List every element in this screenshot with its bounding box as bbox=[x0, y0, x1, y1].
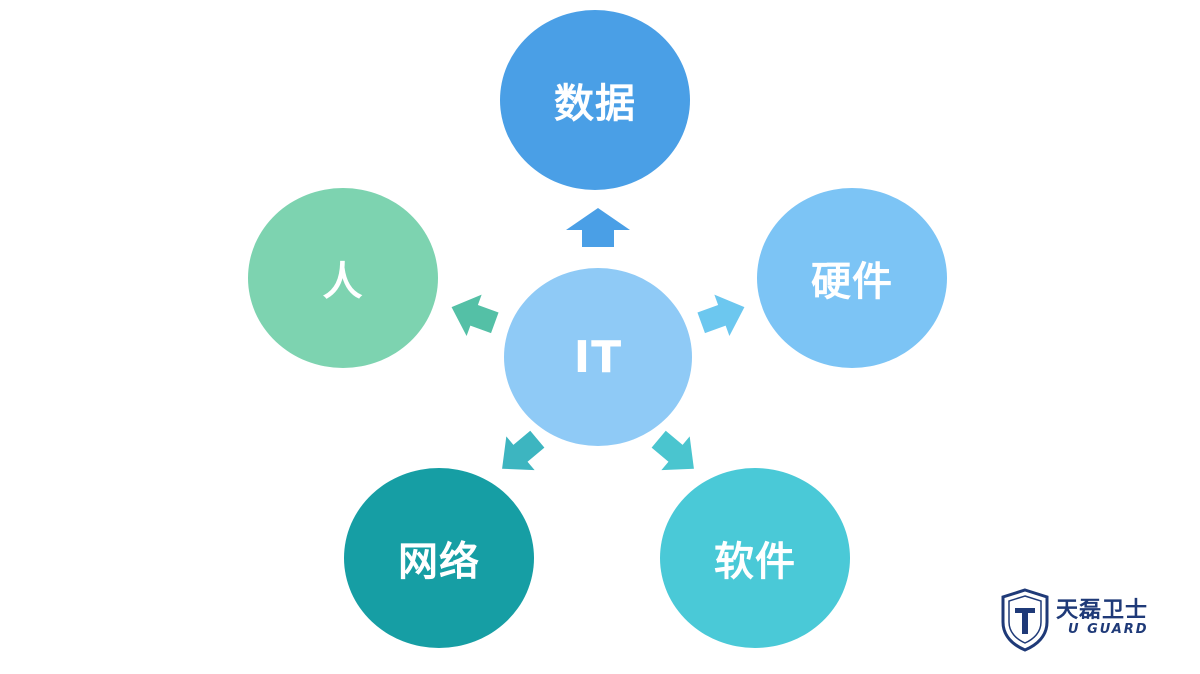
arrow-bottom-left bbox=[502, 430, 545, 471]
node-data-label: 数据 bbox=[554, 81, 636, 127]
shield-icon bbox=[1001, 588, 1049, 652]
arrow-bottom-right bbox=[651, 430, 694, 471]
logo-sub: U GUARD bbox=[1068, 622, 1149, 637]
node-people-label: 人 bbox=[322, 259, 364, 305]
arrow-left bbox=[451, 294, 499, 336]
logo-name: 天磊卫士 bbox=[1056, 598, 1149, 623]
node-data: 数据 bbox=[500, 10, 690, 190]
node-software-label: 软件 bbox=[714, 539, 796, 585]
node-hardware-label: 硬件 bbox=[811, 259, 893, 305]
node-network-label: 网络 bbox=[398, 539, 480, 585]
node-software: 软件 bbox=[660, 468, 850, 648]
node-hardware: 硬件 bbox=[757, 188, 947, 368]
node-network: 网络 bbox=[344, 468, 534, 648]
node-people: 人 bbox=[248, 188, 438, 368]
arrow-up bbox=[566, 208, 630, 247]
arrow-right bbox=[697, 294, 745, 336]
brand-logo: 天磊卫士 U GUARD bbox=[1000, 588, 1170, 654]
node-it: IT bbox=[504, 268, 692, 446]
node-it-label: IT bbox=[573, 331, 623, 383]
